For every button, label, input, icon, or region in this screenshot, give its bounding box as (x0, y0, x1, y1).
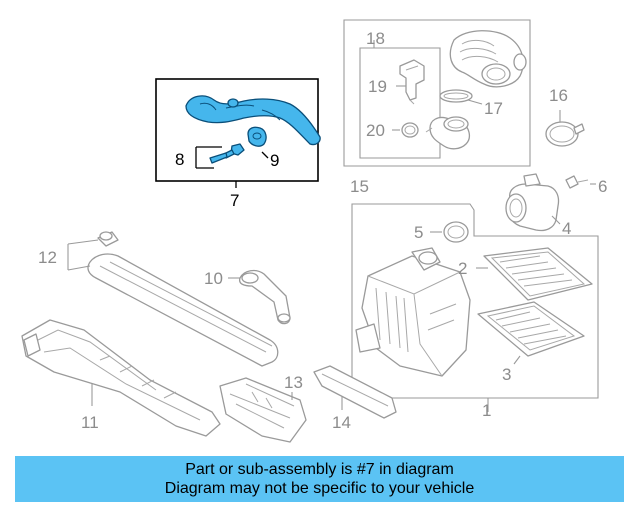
hose-10: 10 (204, 269, 291, 325)
banner-line-1: Part or sub-assembly is #7 in diagram (185, 461, 454, 478)
air-filter-housing-1: 1 5 2 3 (351, 203, 599, 420)
callout-20: 20 (366, 121, 385, 140)
callout-9: 9 (270, 151, 279, 170)
screw-6 (565, 175, 579, 189)
callout-14: 14 (332, 413, 351, 432)
callout-10: 10 (204, 269, 223, 288)
duct-14: 14 (313, 365, 397, 432)
banner-line-2: Diagram may not be specific to your vehi… (164, 480, 475, 497)
callout-4: 4 (562, 219, 571, 238)
callout-11: 11 (81, 413, 99, 432)
info-banner: Part or sub-assembly is #7 in diagram Di… (15, 456, 624, 502)
callout-13: 13 (284, 373, 303, 392)
callout-15: 15 (350, 177, 369, 196)
assembly-7-frame (155, 78, 319, 182)
highlighted-assembly-7[interactable]: 8 9 7 (155, 78, 321, 210)
air-mass-sensor-4: 4 6 (505, 173, 607, 238)
callout-19: 19 (368, 77, 387, 96)
air-duct-11: 11 (21, 319, 221, 437)
callout-2: 2 (458, 259, 467, 278)
bracket-13: 13 (219, 373, 307, 443)
callout-12: 12 (38, 248, 57, 267)
callout-7: 7 (230, 191, 239, 210)
callout-1: 1 (482, 401, 491, 420)
callout-17: 17 (484, 99, 503, 118)
air-duct-12: 12 (38, 231, 279, 367)
assembly-15: 18 15 19 17 20 (343, 19, 531, 196)
connector-9-highlighted[interactable] (247, 126, 267, 147)
callout-18: 18 (366, 29, 385, 48)
hose-port (227, 98, 239, 108)
callout-3: 3 (502, 365, 511, 384)
clamp-16: 16 (545, 86, 585, 147)
callout-16: 16 (549, 86, 568, 105)
callout-5: 5 (414, 223, 423, 242)
callout-8: 8 (175, 150, 184, 169)
callout-6: 6 (598, 177, 607, 196)
parts-diagram: 8 9 7 18 15 19 17 (21, 19, 607, 443)
